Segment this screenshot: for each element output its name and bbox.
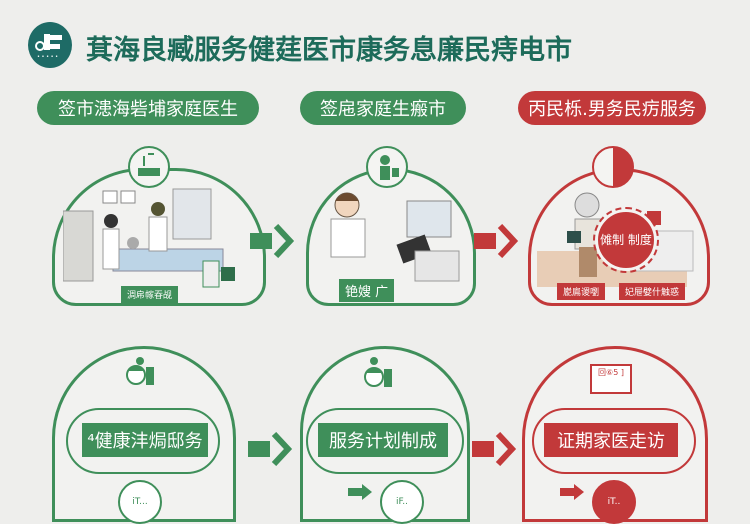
circle-badge: iT... (118, 480, 162, 524)
panel3-caption-b: 妃屉嬖什触惑 (619, 283, 686, 300)
step-3-label: 丙民栎.男务民疠服务 (518, 91, 706, 125)
panel-doctor-signing: 铯嫂 广 (306, 168, 476, 306)
doctor-icon (366, 146, 408, 188)
arrow-right-icon (348, 484, 372, 500)
doctor-computer-illustration (330, 192, 460, 282)
arrow-right-icon (250, 224, 295, 258)
bed-icon (128, 146, 170, 188)
person-reading-icon (364, 357, 392, 387)
step-1-label: 签市漶海砦埔家庭医生 (37, 91, 259, 125)
speech-bubble (532, 408, 696, 474)
logo: • • • • • (28, 22, 72, 68)
panel1-caption: 淍帍幏昋觇 (121, 286, 179, 303)
speech-bubble (306, 408, 464, 474)
speech-bubble (66, 408, 220, 474)
panel-elderly-service: 傩制 制度 嶏鳸谡嚠 妃屉嬖什触惑 (528, 168, 710, 306)
page-title: 萁海良臧服务健莛医市康务息廉民痔电市 (86, 35, 572, 66)
hospital-room-illustration (63, 188, 235, 288)
system-seal: 傩制 制度 (593, 207, 659, 273)
arrow-right-icon (472, 432, 517, 466)
step-2-label: 签㦾家庭生瘢市 (300, 91, 466, 125)
arrow-right-icon (248, 432, 293, 466)
home-visit-box: 证期家医走访 (544, 423, 678, 457)
service-plan-box: 服务计划制成 (318, 423, 448, 457)
panel2-caption: 铯嫂 广 (339, 279, 395, 302)
arrow-right-icon (560, 484, 584, 500)
panel3-caption-a: 嶏鳸谡嚠 (557, 283, 606, 300)
person-reading-icon (126, 357, 154, 385)
monitor-icon: 回⑥5 ] (590, 364, 632, 394)
elderly-icon (592, 146, 634, 188)
circle-badge: iT.. (592, 480, 636, 524)
svg-text:• • • • •: • • • • • (37, 54, 58, 60)
circle-badge: iF.. (380, 480, 424, 524)
panel-hospital-visit: 淍帍幏昋觇 (52, 168, 266, 306)
arrow-right-icon (474, 224, 519, 258)
health-service-box: ⁴健康沣焗邸务 (82, 423, 208, 457)
